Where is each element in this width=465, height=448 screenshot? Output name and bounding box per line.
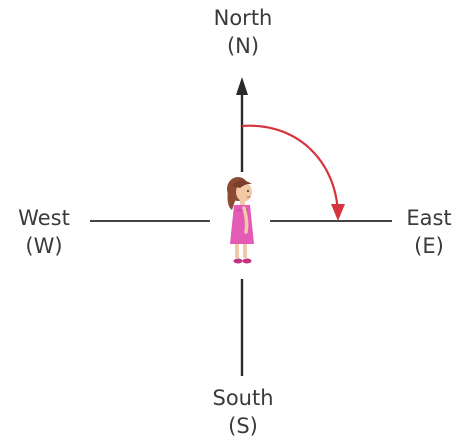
south-label: South (S)	[193, 384, 293, 440]
north-abbr: (N)	[226, 34, 260, 58]
clockwise-turn-arrow-icon	[241, 124, 345, 221]
east-label: East (E)	[394, 204, 464, 260]
north-name: North	[213, 6, 273, 30]
east-abbr: (E)	[414, 234, 444, 258]
south-name: South	[212, 386, 274, 410]
west-name: West	[18, 206, 70, 230]
south-abbr: (S)	[228, 414, 258, 438]
west-abbr: (W)	[25, 234, 63, 258]
north-label: North (N)	[193, 4, 293, 60]
girl-figure-icon	[227, 177, 254, 264]
north-arrowhead	[236, 77, 248, 95]
east-name: East	[406, 206, 452, 230]
west-label: West (W)	[0, 204, 88, 260]
